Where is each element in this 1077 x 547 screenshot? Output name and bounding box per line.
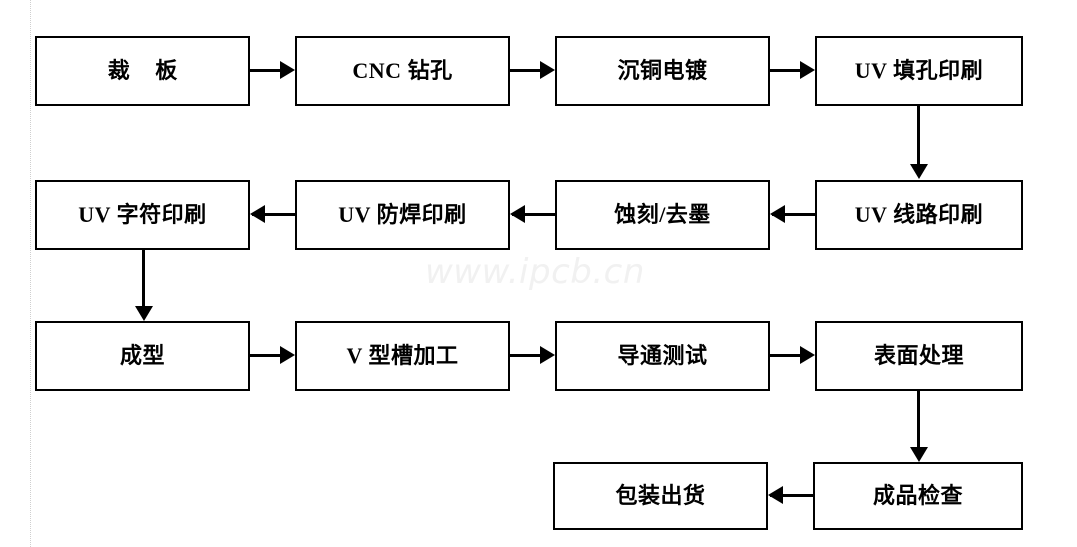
node-label: UV 防焊印刷: [338, 202, 467, 227]
process-node-final-inspection[interactable]: 成品检查: [813, 462, 1023, 530]
node-label: 包装出货: [615, 483, 706, 508]
watermark-text: www.ipcb.cn: [425, 252, 645, 292]
process-node-uv-circuit-printing[interactable]: UV 线路印刷: [815, 180, 1023, 250]
process-node-continuity-test[interactable]: 导通测试: [555, 321, 770, 391]
node-label: UV 填孔印刷: [854, 58, 984, 83]
process-node-etching-stripping[interactable]: 蚀刻/去墨: [555, 180, 770, 250]
node-label: 表面处理: [873, 343, 964, 368]
node-label: CNC 钻孔: [352, 58, 453, 83]
node-label: 蚀刻/去墨: [614, 202, 711, 227]
process-node-cnc-drilling[interactable]: CNC 钻孔: [295, 36, 510, 106]
process-node-cut-board[interactable]: 裁 板: [35, 36, 250, 106]
process-node-surface-finish[interactable]: 表面处理: [815, 321, 1023, 391]
process-node-profiling[interactable]: 成型: [35, 321, 250, 391]
left-margin-guide: [30, 0, 32, 547]
process-node-packing-shipping[interactable]: 包装出货: [553, 462, 768, 530]
process-node-uv-hole-fill-printing[interactable]: UV 填孔印刷: [815, 36, 1023, 106]
node-label: 裁 板: [107, 58, 188, 83]
node-label: UV 线路印刷: [854, 202, 984, 227]
node-label: V 型槽加工: [346, 343, 459, 368]
node-label: 沉铜电镀: [617, 58, 708, 83]
process-node-uv-solder-mask-printing[interactable]: UV 防焊印刷: [295, 180, 510, 250]
node-label: 成品检查: [872, 483, 963, 508]
process-node-v-cut-machining[interactable]: V 型槽加工: [295, 321, 510, 391]
process-node-uv-legend-printing[interactable]: UV 字符印刷: [35, 180, 250, 250]
node-label: 导通测试: [617, 343, 708, 368]
process-node-copper-deposition-plating[interactable]: 沉铜电镀: [555, 36, 770, 106]
node-label: UV 字符印刷: [78, 202, 207, 227]
node-label: 成型: [119, 343, 165, 368]
